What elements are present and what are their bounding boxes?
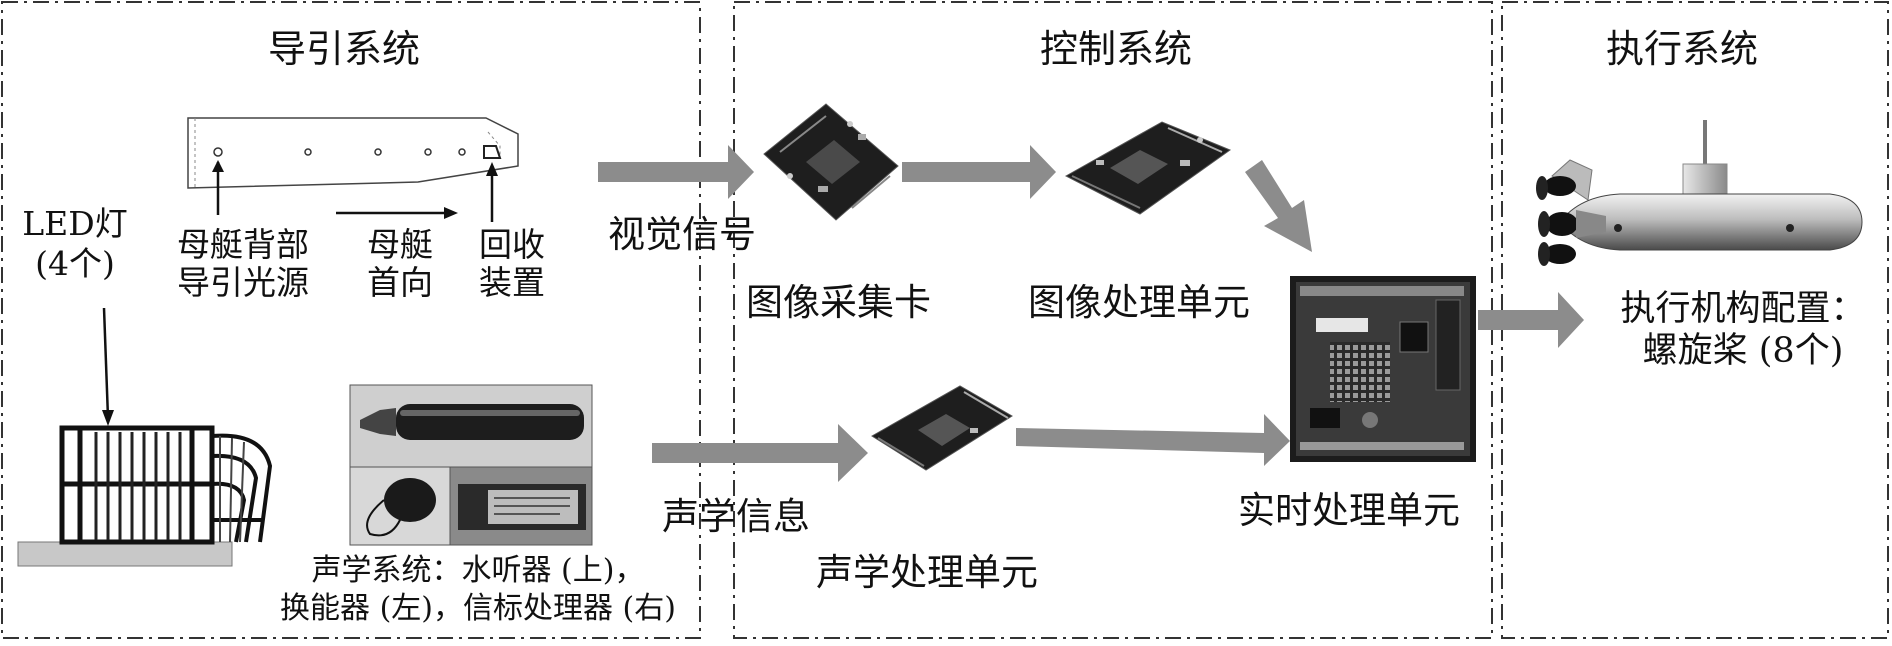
- acoustic-caption-line1: 声学系统：水听器 (上)，: [311, 553, 645, 588]
- realtime-processing-photo: [1290, 276, 1476, 462]
- mother-back-light-line2: 导引光源: [177, 263, 309, 302]
- mother-heading-label: 母艇 首向: [360, 226, 440, 302]
- actuator-config-label: 执行机构配置： 螺旋桨 (8个): [1598, 288, 1888, 372]
- acoustic-system-caption: 声学系统：水听器 (上)， 换能器 (左)，信标处理器 (右): [266, 552, 690, 628]
- mother-heading-line2: 首向: [367, 263, 433, 302]
- arrow-realtime-to-actuator: [1478, 292, 1584, 348]
- guidance-frame: [1, 1, 701, 639]
- acoustic-info-label: 声学信息: [662, 495, 810, 538]
- acoustic-processing-board: [871, 385, 1013, 471]
- arrow-visual-to-capture: [598, 145, 754, 199]
- led-label-line1: LED灯: [22, 204, 128, 243]
- control-section-title: 控制系统: [1040, 27, 1193, 71]
- image-capture-card: [763, 103, 899, 221]
- acoustic-caption-line2: 换能器 (左)，信标处理器 (右): [280, 591, 676, 626]
- submarine-diagram: [1536, 120, 1863, 266]
- image-processing-board: [1064, 121, 1232, 215]
- visual-signal-label: 视觉信号: [608, 213, 756, 256]
- mother-boat-diagram: [187, 117, 519, 222]
- recovery-cage-diagram: [17, 307, 273, 567]
- arrow-imageproc-to-realtime: [1245, 160, 1312, 252]
- image-capture-card-label: 图像采集卡: [746, 281, 931, 324]
- arrow-acoustic-to-acproc: [652, 424, 868, 482]
- recovery-device-label: 回收 装置: [472, 226, 552, 302]
- arrow-capture-to-imageproc: [902, 145, 1056, 199]
- actuator-config-line1: 执行机构配置：: [1620, 289, 1866, 329]
- recovery-device-line1: 回收: [479, 225, 545, 264]
- mother-back-light-label: 母艇背部 导引光源: [170, 226, 316, 302]
- acoustic-system-photo: [349, 384, 593, 546]
- led-label-line2: (4个): [35, 244, 115, 283]
- recovery-device-line2: 装置: [479, 263, 545, 302]
- arrow-acproc-to-realtime: [1016, 414, 1290, 466]
- acoustic-processing-unit-label: 声学处理单元: [816, 551, 1038, 594]
- execution-frame: [1501, 1, 1889, 639]
- execution-section-title: 执行系统: [1606, 27, 1759, 71]
- guidance-section-title: 导引系统: [268, 27, 421, 71]
- image-processing-unit-label: 图像处理单元: [1028, 281, 1250, 324]
- actuator-config-line2: 螺旋桨 (8个): [1642, 331, 1844, 371]
- led-label: LED灯 (4个): [14, 204, 136, 284]
- flow-arrows: [598, 145, 1584, 482]
- mother-back-light-line1: 母艇背部: [177, 225, 309, 264]
- realtime-processing-unit-label: 实时处理单元: [1238, 489, 1460, 532]
- mother-heading-line1: 母艇: [367, 225, 433, 264]
